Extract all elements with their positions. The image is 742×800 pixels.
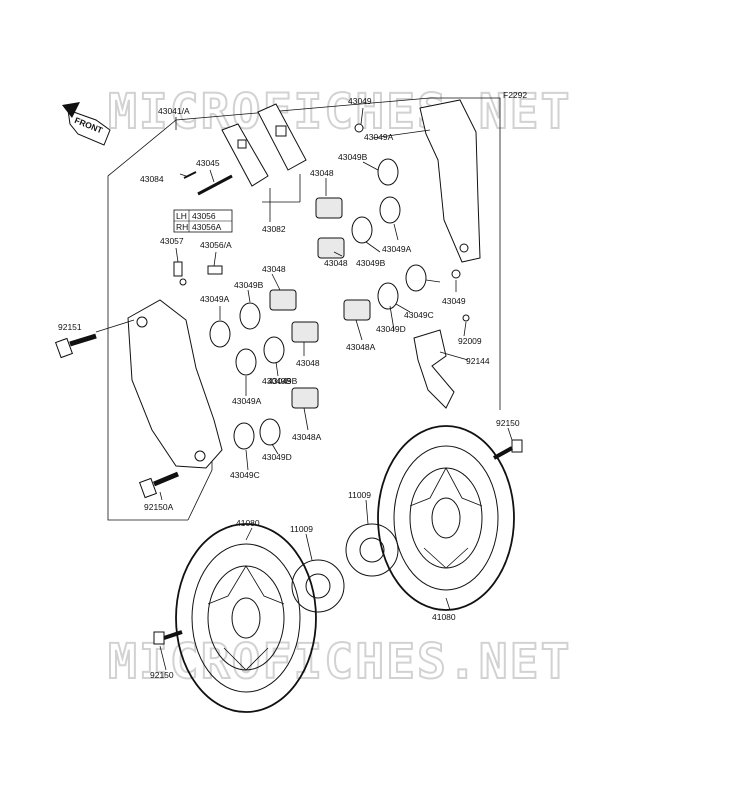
part-label: 43048A [346, 342, 376, 352]
part-label: 43048 [310, 168, 334, 178]
part-label: 43049D [376, 324, 406, 334]
part-label: 43049A [382, 244, 412, 254]
pad-pin [197, 174, 233, 196]
part-label: 92150 [150, 670, 174, 680]
side-table: LH 43056 RH 43056A [173, 209, 233, 233]
part-label: 92151 [58, 322, 82, 332]
part-label: 43049 [442, 296, 466, 306]
part-label: 43048 [262, 264, 286, 274]
watermark-top: MICROFICHES.NET [108, 84, 571, 140]
part-label: 43084 [140, 174, 164, 184]
part-label: 43048A [292, 432, 322, 442]
side-rh-part: 43056A [192, 222, 222, 232]
screw-92009 [462, 314, 470, 322]
part-label: 43056/A [200, 240, 232, 250]
caliper-bracket [413, 329, 455, 409]
side-lh-part: 43056 [192, 211, 216, 221]
leader-lines [95, 107, 513, 671]
part-label: 41080 [432, 612, 456, 622]
part-label: 43049B [268, 376, 298, 386]
right-caliper [419, 99, 481, 263]
disc-bolt-92150-right [493, 439, 523, 460]
part-label: 43049C [404, 310, 434, 320]
part-label: 11009 [348, 490, 371, 500]
piston-seals [209, 158, 427, 450]
brake-disc-left [175, 523, 317, 713]
shim-11009-right [345, 523, 399, 577]
side-lh-label: LH [176, 211, 187, 221]
part-label: 43049A [200, 294, 230, 304]
bleeder-cap-2 [451, 269, 461, 279]
side-rh-label: RH [176, 222, 188, 232]
part-label: 43049B [356, 258, 386, 268]
mounting-bolt-92150A [138, 471, 179, 499]
bleeder-valve [173, 261, 223, 286]
part-label: 43049B [262, 376, 292, 386]
part-label: 11009 [290, 524, 313, 534]
part-label: 43041/A [158, 106, 190, 116]
watermark-bottom: MICROFICHES.NET [108, 634, 571, 690]
shim-11009-left [291, 559, 345, 613]
part-label: 92150 [496, 418, 520, 428]
brake-pads [221, 103, 307, 187]
part-label: 92009 [458, 336, 482, 346]
pistons [269, 197, 371, 409]
disc-bolt-92150-left [153, 630, 183, 645]
bleeder-cap [354, 123, 364, 133]
part-label: 43057 [160, 236, 184, 246]
assembly-outline [107, 119, 188, 521]
part-label: 43049A [364, 132, 394, 142]
left-caliper [127, 299, 223, 469]
brake-disc-right [377, 425, 515, 611]
part-label: 43049B [338, 152, 368, 162]
part-label: 43045 [196, 158, 220, 168]
part-label: 92144 [466, 356, 490, 366]
front-arrow-icon: FRONT [62, 102, 111, 146]
part-label: 43049C [230, 470, 260, 480]
part-label: 43082 [262, 224, 286, 234]
pin-clip [183, 171, 197, 179]
part-label: 43049A [232, 396, 262, 406]
part-label: 43049 [348, 96, 372, 106]
part-label: 92150A [144, 502, 174, 512]
part-labels: 43041/A 43049 43045 43084 43049A 43049B … [58, 96, 520, 680]
part-label: 43049B [234, 280, 264, 290]
part-label: 43049D [262, 452, 292, 462]
mounting-bolt-92151 [54, 333, 97, 359]
figure-code: F2292 [503, 90, 527, 100]
part-label: 43048 [324, 258, 348, 268]
part-label: 43048 [296, 358, 320, 368]
part-label: 41080 [236, 518, 260, 528]
